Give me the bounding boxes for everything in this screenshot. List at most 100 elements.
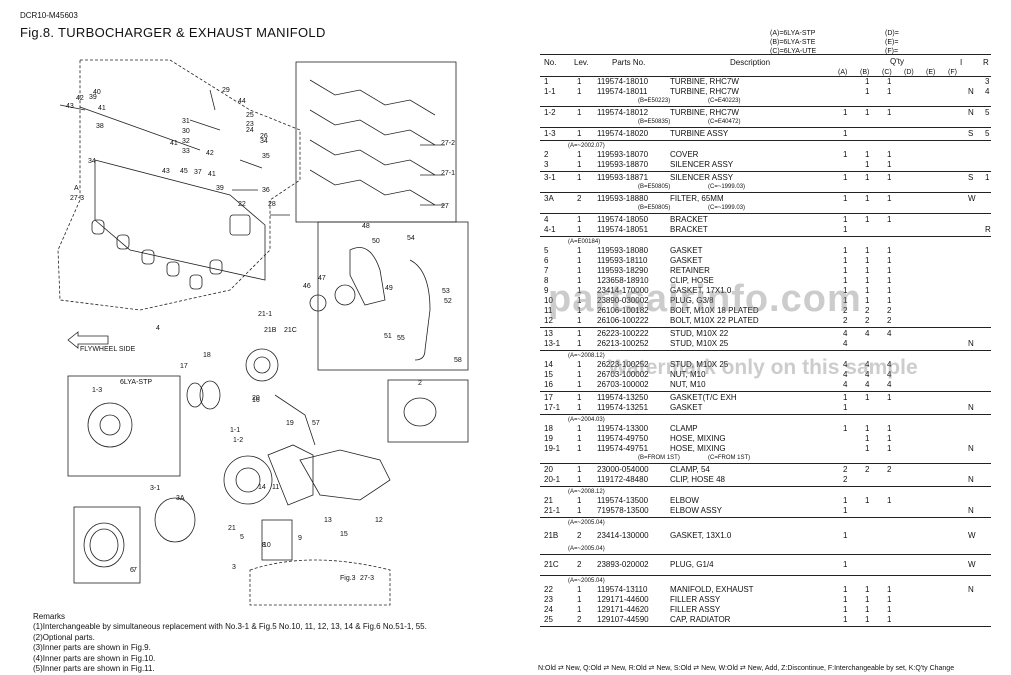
interchange-code: S bbox=[968, 173, 974, 182]
part-number: 119574-49750 bbox=[597, 434, 649, 443]
remark-3: (3)Inner parts are shown in Fig.9. bbox=[33, 643, 151, 653]
part-number: 119593-18080 bbox=[597, 246, 649, 255]
qty-a: 2 bbox=[843, 475, 848, 484]
description: GASKET, 17X1.0 bbox=[670, 286, 732, 295]
group-divider bbox=[540, 463, 991, 464]
part-number: 26703-100002 bbox=[597, 370, 649, 379]
callout-label: A bbox=[74, 185, 79, 192]
callout-label: 42 bbox=[206, 150, 214, 157]
level: 1 bbox=[577, 129, 582, 138]
level: 2 bbox=[577, 560, 582, 569]
qty-c: 1 bbox=[887, 585, 892, 594]
level: 1 bbox=[577, 160, 582, 169]
description: FILLER ASSY bbox=[670, 605, 721, 614]
level: 1 bbox=[577, 108, 582, 117]
note-text: (C=~1999.03) bbox=[708, 184, 746, 190]
callout-label: 11 bbox=[272, 484, 279, 491]
callout-label: 43 bbox=[66, 103, 74, 110]
col-no-header: No. bbox=[544, 58, 557, 67]
note-text: (A=~2008.12) bbox=[568, 489, 605, 495]
part-number: 23000-054000 bbox=[597, 465, 649, 474]
interchange-code: W bbox=[968, 560, 976, 569]
callout-label: 50 bbox=[372, 238, 380, 245]
part-no: 20 bbox=[544, 465, 553, 474]
qty-b: 1 bbox=[865, 256, 870, 265]
callout-label: 27 bbox=[441, 203, 449, 210]
level: 1 bbox=[577, 225, 582, 234]
group-divider bbox=[540, 391, 991, 392]
qty-c: 4 bbox=[887, 329, 892, 338]
part-no: 3A bbox=[544, 194, 554, 203]
part-no: 21 bbox=[544, 496, 553, 505]
qty-c: 1 bbox=[887, 256, 892, 265]
part-number: 119574-18051 bbox=[597, 225, 649, 234]
qty-b: 1 bbox=[865, 434, 870, 443]
sub-col-c: (C) bbox=[882, 69, 892, 76]
part-no: 17 bbox=[544, 393, 553, 402]
sub-col-a: (A) bbox=[838, 69, 848, 76]
description: CLAMP, 54 bbox=[670, 465, 710, 474]
header-bottom-rule bbox=[540, 76, 991, 77]
description: ELBOW bbox=[670, 496, 699, 505]
level: 1 bbox=[577, 403, 582, 412]
level: 1 bbox=[577, 329, 582, 338]
interchange-code: W bbox=[968, 531, 976, 540]
remark-4: (4)Inner parts are shown in Fig.10. bbox=[33, 653, 156, 663]
watermark-sample: Watermark only on this sample bbox=[608, 356, 918, 379]
model-c: (C)=6LYA-UTE bbox=[770, 48, 817, 55]
model-f: (F)= bbox=[885, 48, 899, 55]
level: 1 bbox=[577, 370, 582, 379]
callout-label: 30 bbox=[182, 128, 190, 135]
callout-label: 7 bbox=[133, 567, 137, 574]
qty-b: 4 bbox=[865, 360, 870, 369]
callout-label: 34 bbox=[88, 158, 96, 165]
qty-a: 1 bbox=[843, 266, 848, 275]
description: BRACKET bbox=[670, 215, 708, 224]
part-no: 5 bbox=[544, 246, 549, 255]
applicability-note: (B=E50805)(C=~1999.03) bbox=[540, 183, 991, 191]
description: FILLER ASSY bbox=[670, 595, 721, 604]
callout-label: 41 bbox=[208, 171, 216, 178]
callout-label: 5 bbox=[240, 534, 244, 541]
applicability-note: (A=~2004.03) bbox=[540, 416, 991, 424]
callout-label: 16 bbox=[252, 397, 260, 404]
part-no: 6 bbox=[544, 256, 549, 265]
description: SILENCER ASSY bbox=[670, 160, 734, 169]
part-number: 119574-49751 bbox=[597, 444, 649, 453]
description: CLIP, HOSE bbox=[670, 276, 714, 285]
group-divider bbox=[540, 517, 991, 518]
part-no: 1-1 bbox=[544, 87, 556, 96]
part-number: 119593-18110 bbox=[597, 256, 648, 265]
description: CLIP, HOSE 48 bbox=[670, 475, 725, 484]
group-divider bbox=[540, 414, 991, 415]
note-text: (C=~1999.03) bbox=[708, 205, 746, 211]
interchange-code: N bbox=[968, 87, 974, 96]
part-no: 14 bbox=[544, 360, 553, 369]
callout-label: 3-1 bbox=[150, 485, 160, 492]
part-no: 1 bbox=[544, 77, 549, 86]
callout-label: 21 bbox=[228, 525, 236, 532]
part-number: 119574-13110 bbox=[597, 585, 648, 594]
callout-label: 2 bbox=[418, 380, 422, 387]
callout-label: 28 bbox=[268, 201, 276, 208]
part-number: 26223-100222 bbox=[597, 329, 649, 338]
applicability-note: (A=~2005.04) bbox=[540, 519, 991, 527]
callout-label: 55 bbox=[397, 335, 405, 342]
qty-c: 1 bbox=[887, 194, 892, 203]
qty-b: 1 bbox=[865, 194, 870, 203]
part-number: 123658-18910 bbox=[597, 276, 649, 285]
group-divider bbox=[540, 486, 991, 487]
part-no: 10 bbox=[544, 296, 553, 305]
qty-a: 4 bbox=[843, 339, 848, 348]
